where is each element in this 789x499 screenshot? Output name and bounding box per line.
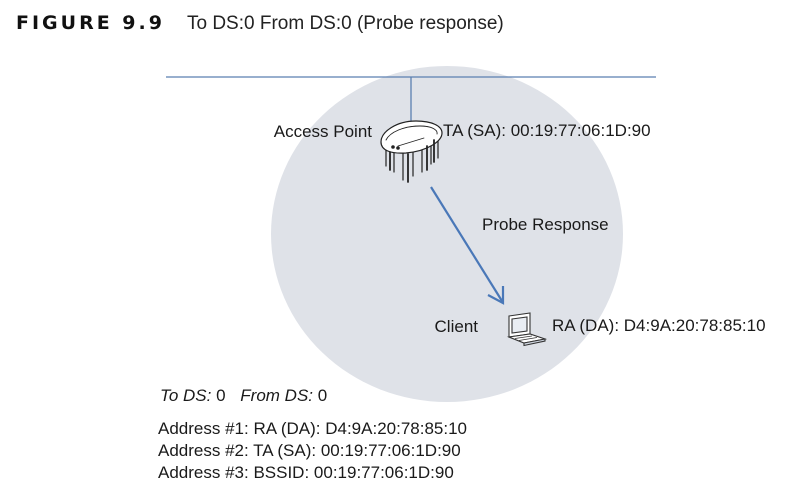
address-1: Address #1: RA (DA): D4:9A:20:78:85:10 bbox=[158, 419, 468, 438]
address-3: Address #3: BSSID: 00:19:77:06:1D:90 bbox=[158, 463, 454, 482]
coverage-area bbox=[271, 66, 623, 402]
probe-response-arrow bbox=[430, 186, 503, 302]
access-point-icon bbox=[380, 120, 443, 183]
laptop-icon bbox=[506, 312, 548, 347]
from-ds-label: From DS: bbox=[240, 386, 314, 405]
probe-response-arrowhead bbox=[487, 286, 505, 305]
figure-header: FIGURE 9.9 To DS:0 From DS:0 (Probe resp… bbox=[16, 12, 504, 35]
figure-label: FIGURE 9.9 bbox=[16, 12, 165, 34]
receiver-address-label: RA (DA): D4:9A:20:78:85:10 bbox=[552, 316, 766, 335]
to-ds-label: To DS: bbox=[160, 386, 212, 405]
client-label: Client bbox=[435, 317, 479, 336]
figure-title: To DS:0 From DS:0 (Probe response) bbox=[186, 13, 504, 34]
to-ds-value: 0 bbox=[216, 386, 226, 405]
from-ds-value: 0 bbox=[317, 386, 328, 405]
ds-flags: To DS: 0 From DS: 0 bbox=[160, 386, 327, 406]
address-2: Address #2: TA (SA): 00:19:77:06:1D:90 bbox=[158, 441, 461, 460]
transmitter-address-label: TA (SA): 00:19:77:06:1D:90 bbox=[443, 121, 651, 140]
access-point-label: Access Point bbox=[274, 122, 373, 141]
probe-response-label: Probe Response bbox=[482, 215, 609, 234]
address-list: Address #1: RA (DA): D4:9A:20:78:85:10 A… bbox=[158, 418, 467, 484]
